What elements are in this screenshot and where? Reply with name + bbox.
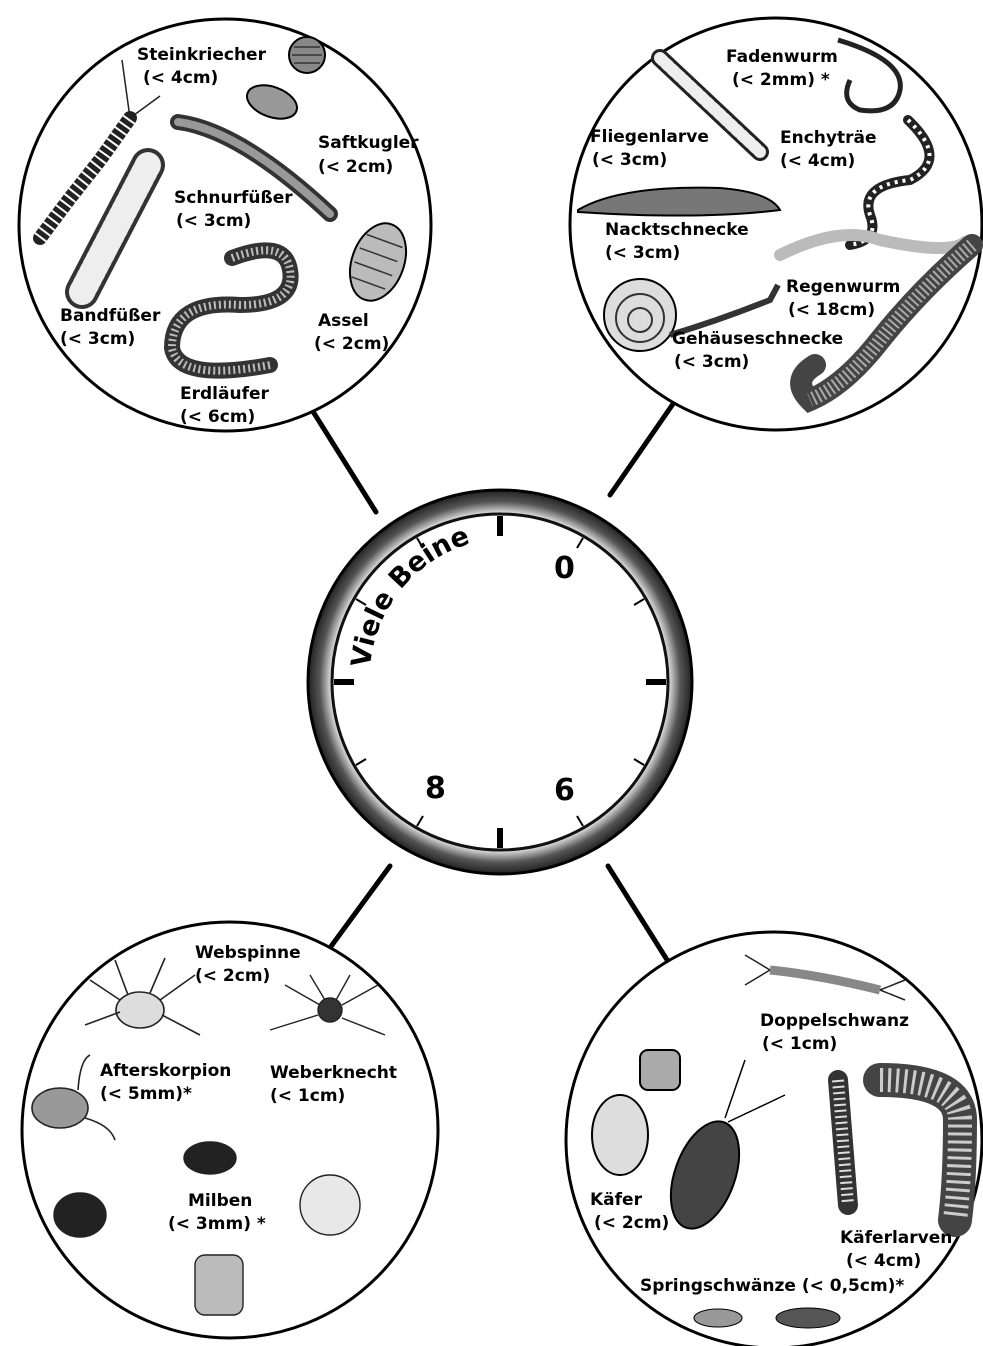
size-webspinne: (< 2cm) xyxy=(195,966,270,986)
label-webspinne: Webspinne xyxy=(195,943,301,963)
group-eight-legs: Webspinne (< 2cm) Afterskorpion (< 5mm)*… xyxy=(22,922,438,1338)
dial-face xyxy=(332,514,668,850)
size-milben: (< 3mm) * xyxy=(168,1214,266,1234)
size-enchytraee: (< 4cm) xyxy=(780,151,855,171)
size-assel: (< 2cm) xyxy=(314,334,389,354)
group-six-legs: Doppelschwanz (< 1cm) Käfer (< 2cm) Käfe… xyxy=(566,932,982,1346)
label-bandfuesser: Bandfüßer xyxy=(60,306,161,326)
size-erdlaeufer: (< 6cm) xyxy=(180,407,255,427)
size-afterskorpion: (< 5mm)* xyxy=(100,1084,192,1104)
label-springschwaenze: Springschwänze (< 0,5cm)* xyxy=(640,1276,904,1296)
label-doppelschwanz: Doppelschwanz xyxy=(760,1011,909,1031)
label-regenwurm: Regenwurm xyxy=(786,277,900,297)
label-kaefer: Käfer xyxy=(590,1190,643,1210)
label-fliegenlarve: Fliegenlarve xyxy=(590,127,709,147)
label-assel: Assel xyxy=(318,311,369,331)
size-doppelschwanz: (< 1cm) xyxy=(762,1034,837,1054)
size-steinkriecher: (< 4cm) xyxy=(143,68,218,88)
size-fliegenlarve: (< 3cm) xyxy=(592,150,667,170)
dial-number-8: 8 xyxy=(425,771,446,806)
size-regenwurm: (< 18cm) xyxy=(788,300,875,320)
size-bandfuesser: (< 3cm) xyxy=(60,329,135,349)
leg-count-dial: Viele Beine 0 6 8 xyxy=(308,490,692,874)
size-kaeferlarven: (< 4cm) xyxy=(846,1251,921,1271)
label-milben: Milben xyxy=(188,1191,252,1211)
label-schnurfuesser: Schnurfüßer xyxy=(174,188,293,208)
group-zero-legs: Fadenwurm (< 2mm) * Fliegenlarve (< 3cm)… xyxy=(570,18,982,430)
size-saftkugler: (< 2cm) xyxy=(318,157,393,177)
label-kaeferlarven: Käferlarven xyxy=(840,1228,952,1248)
label-erdlaeufer: Erdläufer xyxy=(180,384,269,404)
dial-number-6: 6 xyxy=(554,773,575,808)
size-gehaeuseschnecke: (< 3cm) xyxy=(674,352,749,372)
label-saftkugler: Saftkugler xyxy=(318,133,419,153)
label-enchytraee: Enchyträe xyxy=(780,128,877,148)
label-steinkriecher: Steinkriecher xyxy=(137,45,267,65)
label-weberknecht: Weberknecht xyxy=(270,1063,397,1083)
size-schnurfuesser: (< 3cm) xyxy=(176,211,251,231)
size-weberknecht: (< 1cm) xyxy=(270,1086,345,1106)
label-nacktschnecke: Nacktschnecke xyxy=(605,220,749,240)
size-fadenwurm: (< 2mm) * xyxy=(732,70,830,90)
label-afterskorpion: Afterskorpion xyxy=(100,1061,231,1081)
group-many-legs: Steinkriecher (< 4cm) Saftkugler (< 2cm)… xyxy=(19,19,431,431)
size-kaefer: (< 2cm) xyxy=(594,1213,669,1233)
size-nacktschnecke: (< 3cm) xyxy=(605,243,680,263)
label-fadenwurm: Fadenwurm xyxy=(726,47,838,67)
dial-number-0: 0 xyxy=(554,551,575,586)
label-gehaeuseschnecke: Gehäuseschnecke xyxy=(672,329,843,349)
